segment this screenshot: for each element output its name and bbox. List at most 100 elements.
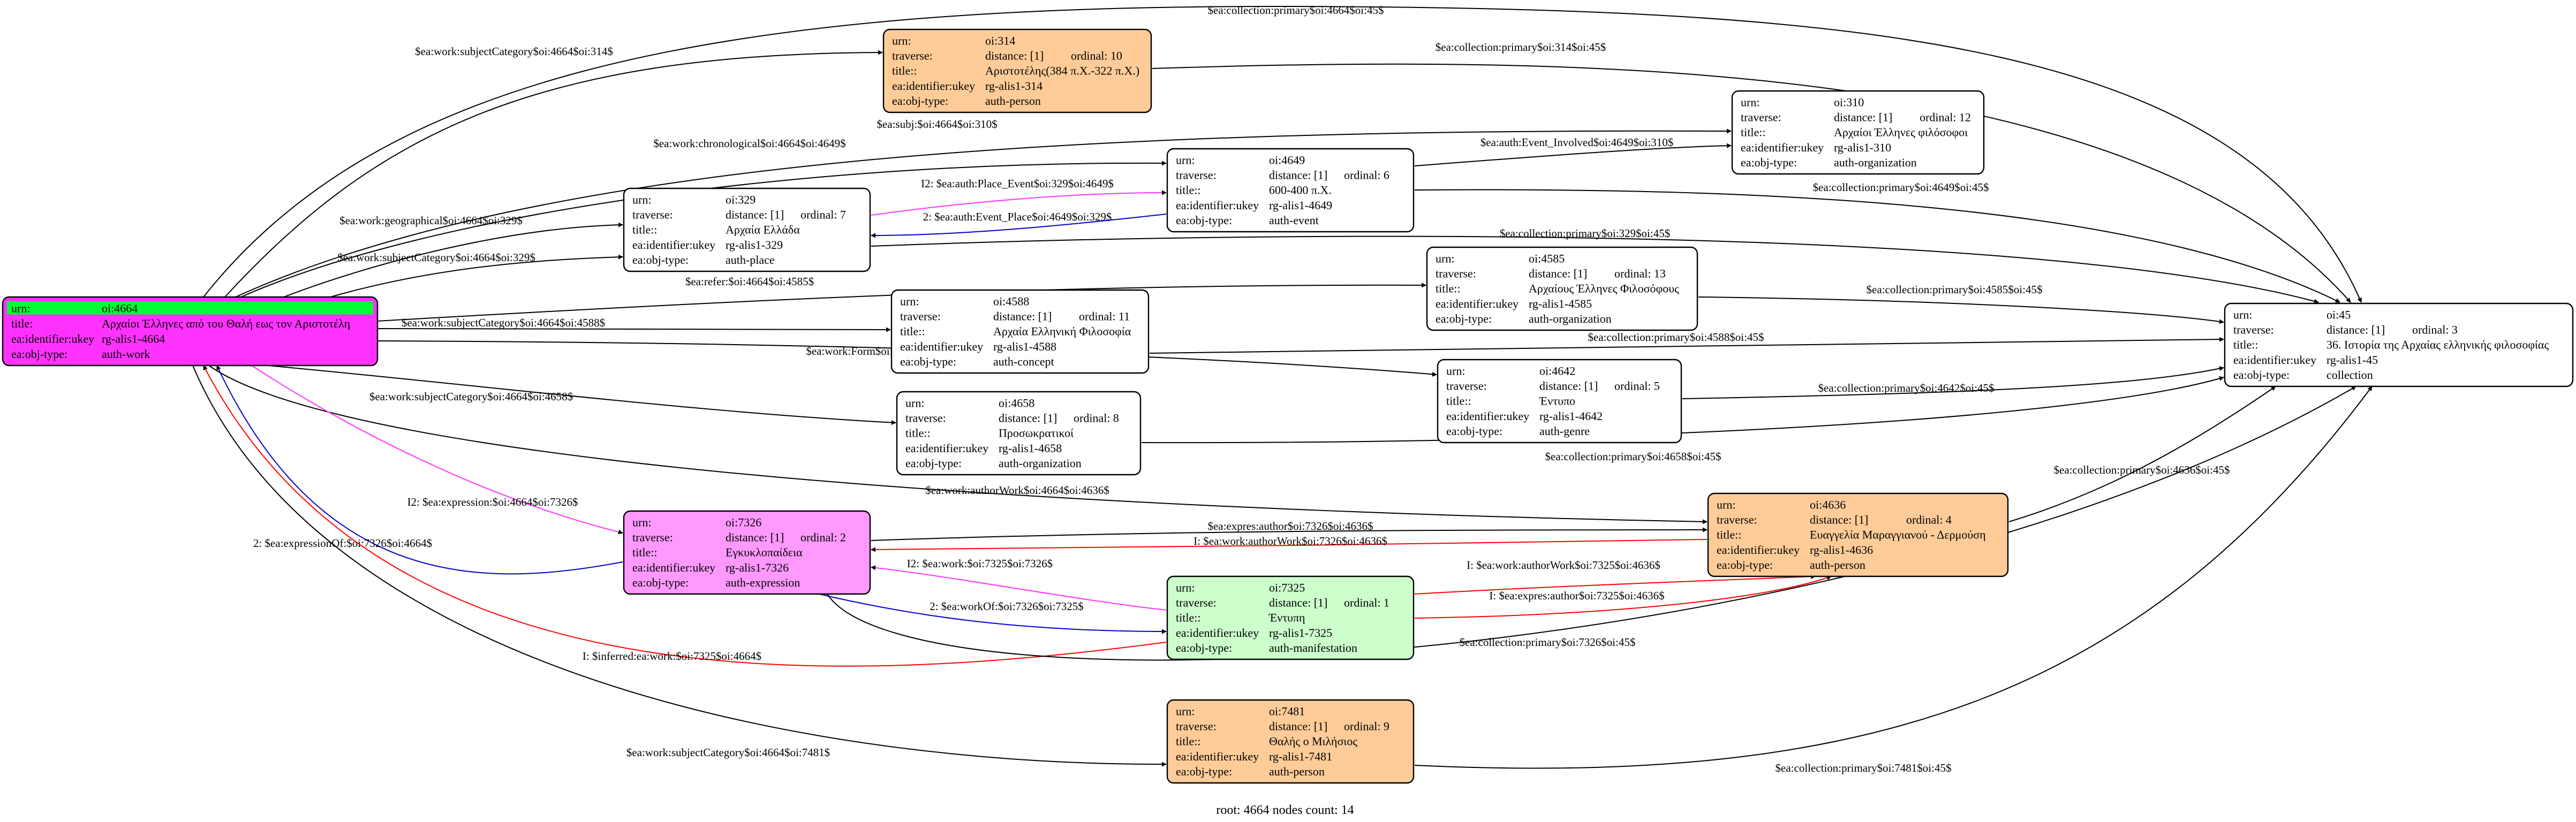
graph-edge: I: $inferred:ea:work:$oi:7325$oi:4664$ (203, 365, 1167, 667)
node-field-key: urn: (900, 294, 919, 308)
graph-edge: I: $ea:work:authorWork$oi:7325$oi:4636$ (1414, 559, 1816, 595)
node-field-key: urn: (1176, 581, 1195, 594)
node-field-value: oi:4649 (1269, 153, 1305, 166)
graph-edge: $ea:work:authorWork$oi:4664$oi:4636$ (208, 365, 1708, 524)
graph-edge: I: $ea:work:authorWork$oi:7326$oi:4636$ (871, 535, 1708, 552)
node-field-value: oi:310 (1834, 95, 1864, 109)
edge-label: I: $ea:work:authorWork$oi:7325$oi:4636$ (1467, 559, 1660, 572)
graph-edge: 2: $ea:workOf:$oi:7326$oi:7325$ (819, 593, 1167, 634)
edge-label: $ea:collection:primary$oi:7481$oi:45$ (1776, 762, 1952, 774)
node-field-key: title:: (1717, 528, 1741, 542)
node-field-value: rg-alis1-7326 (726, 561, 789, 574)
node-field-value: Έντυπη (1268, 611, 1305, 625)
node-box (1426, 246, 1698, 331)
node-field-key: title:: (1741, 126, 1765, 139)
edge-label: $ea:collection:primary$oi:329$oi:45$ (1500, 227, 1670, 240)
edge-label: 2: $ea:auth:Event_Place$oi:4649$oi:329$ (923, 210, 1112, 223)
graph-edge: $ea:work:subjectCategory$oi:4664$oi:7481… (192, 365, 1167, 767)
node-box (1731, 90, 1985, 175)
graph-edge: $ea:collection:primary$oi:7481$oi:45$ (1414, 386, 2373, 774)
edge-label: $ea:work:subjectCategory$oi:4664$oi:329$ (337, 251, 535, 264)
edge-label: $ea:work:subjectCategory$oi:4664$oi:4588… (402, 316, 605, 329)
edge-line (1414, 574, 1816, 595)
node-field-key: ea:identifier:ukey (1176, 199, 1259, 212)
node-field-value: auth-work (102, 347, 150, 361)
node-field-key: traverse: (1176, 720, 1217, 733)
node-field-value: ordinal: 4 (1906, 513, 1952, 527)
node-field-value: Αρχαία Ελληνική Φιλοσοφία (993, 325, 1131, 338)
node-field-key: urn: (2233, 308, 2252, 321)
edge-label: $ea:collection:primary$oi:4588$oi:45$ (1588, 331, 1764, 344)
node-field-value: 36. Ιστορία της Αρχαίας ελληνικής φιλοσο… (2326, 338, 2549, 352)
edge-label: I: $ea:expres:author$oi:7325$oi:4636$ (1489, 589, 1664, 602)
graph-edge: $ea:collection:primary$oi:329$oi:45$ (871, 227, 2319, 304)
edge-label: I2: $ea:work:$oi:7325$oi:7326$ (907, 557, 1053, 570)
node-field-value: rg-alis1-310 (1834, 141, 1891, 154)
node-field-key: ea:obj-type: (11, 347, 67, 361)
edge-line (216, 365, 623, 575)
node-field-value: distance: [1] (726, 208, 784, 222)
node-field-value: Ευαγγελία Μαραγγιανού - Δερμούση (1810, 528, 1986, 542)
node-field-value: ordinal: 10 (1071, 49, 1122, 63)
node-field-value: collection (2326, 368, 2373, 382)
node-field-key: ea:identifier:ukey (1446, 409, 1529, 423)
graph-edge: $ea:collection:primary$oi:4585$oi:45$ (1698, 283, 2224, 324)
node-field-key: ea:identifier:ukey (1717, 543, 1800, 557)
node-field-key: ea:identifier:ukey (632, 238, 715, 252)
node-field-value: Αριστοτέλης(384 π.Χ.-322 π.Χ.) (985, 64, 1139, 78)
node-field-value: auth-organization (1834, 156, 1917, 169)
graph-edge: $ea:collection:primary$oi:4664$oi:45$ (203, 4, 2362, 303)
edge-line (1141, 376, 2224, 444)
node-field-value: Εγκυκλοπαίδεια (726, 546, 803, 559)
node-field-key: ea:identifier:ukey (1436, 297, 1519, 310)
graph-edge: $ea:collection:primary$oi:4636$oi:45$ (2008, 386, 2276, 522)
node-field-key: traverse: (1446, 379, 1487, 393)
node-field-value: auth-event (1269, 214, 1319, 227)
node-field-value: auth-organization (999, 456, 1082, 470)
node-field-key: traverse: (892, 49, 933, 63)
node-field-value: ordinal: 12 (1920, 111, 1971, 124)
graph-edge: $ea:work:subjectCategory$oi:4664$oi:314$ (224, 45, 883, 298)
node-field-value: distance: [1] (726, 531, 784, 544)
node-field-value: oi:7481 (1269, 704, 1305, 718)
edge-label: $ea:work:geographical$oi:4664$oi:329$ (339, 214, 523, 227)
edge-line (2008, 386, 2276, 522)
edge-line (819, 593, 1167, 634)
node-field-value: ordinal: 1 (1344, 596, 1389, 610)
edge-line (283, 222, 623, 298)
node-box (882, 28, 1152, 113)
edge-line (1414, 189, 2340, 303)
node-field-key: urn: (1717, 498, 1735, 511)
node-field-key: ea:identifier:ukey (892, 79, 975, 93)
node-field-key: ea:obj-type: (1436, 312, 1492, 325)
node-field-value: rg-alis1-7481 (1269, 750, 1332, 763)
graph-edge: 2: $ea:expressionOf:$oi:7326$oi:4664$ (216, 365, 623, 575)
graph-edge: $ea:expres:author$oi:7326$oi:4636$ (871, 520, 1708, 541)
graph-edge: $ea:collection:primary$oi:4658$oi:45$ (1141, 376, 2224, 463)
edge-label: $ea:collection:primary$oi:4664$oi:45$ (1208, 4, 1384, 17)
node-field-value: rg-alis1-4649 (1269, 199, 1332, 212)
edge-line (871, 527, 1708, 541)
node-field-key: title:: (1176, 184, 1200, 197)
node-field-value: distance: [1] (1810, 513, 1868, 527)
node-field-value: ordinal: 3 (2412, 323, 2458, 337)
node-field-key: title:: (892, 64, 917, 78)
node-field-key: ea:identifier:ukey (1741, 141, 1824, 154)
edge-line (1414, 143, 1732, 166)
node-box (623, 187, 871, 272)
edge-line (1414, 575, 1832, 619)
